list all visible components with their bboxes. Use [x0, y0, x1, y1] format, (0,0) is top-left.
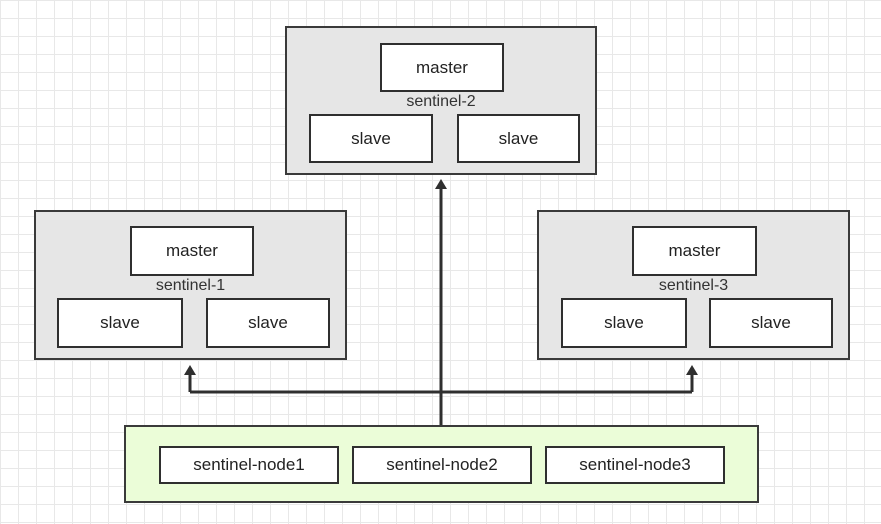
sentinel-nodes-group: sentinel-node1 sentinel-node2 sentinel-n… — [124, 425, 759, 503]
sentinel-2-group: master sentinel-2 slave slave — [285, 26, 597, 175]
sentinel-label: sentinel-2 — [406, 93, 476, 110]
sentinel-node[interactable]: sentinel-node1 — [159, 446, 339, 484]
slave-node[interactable]: slave — [57, 298, 183, 348]
sentinel-1-group: master sentinel-1 slave slave — [34, 210, 347, 360]
sentinel-label: sentinel-1 — [155, 277, 226, 294]
master-node[interactable]: master — [632, 226, 757, 276]
sentinel-node[interactable]: sentinel-node2 — [352, 446, 532, 484]
master-node[interactable]: master — [380, 43, 504, 92]
sentinel-3-group: master sentinel-3 slave slave — [537, 210, 850, 360]
sentinel-node[interactable]: sentinel-node3 — [545, 446, 725, 484]
slave-node[interactable]: slave — [206, 298, 330, 348]
sentinel-label: sentinel-3 — [658, 277, 729, 294]
slave-node[interactable]: slave — [309, 114, 433, 163]
slave-node[interactable]: slave — [709, 298, 833, 348]
slave-node[interactable]: slave — [561, 298, 687, 348]
slave-node[interactable]: slave — [457, 114, 580, 163]
master-node[interactable]: master — [130, 226, 254, 276]
